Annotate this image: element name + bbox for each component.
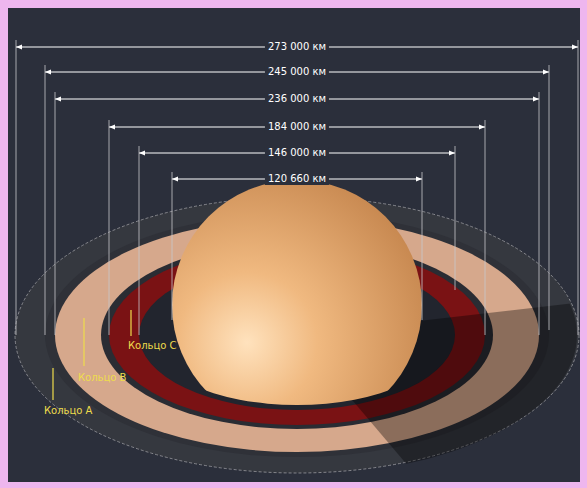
- dimension-label: 120 660 км: [265, 173, 329, 185]
- dimension-label: 184 000 км: [265, 121, 329, 133]
- dimension-label: 273 000 км: [265, 41, 329, 53]
- ring-label: Кольцо C: [128, 340, 177, 352]
- extension-lines: [16, 40, 578, 335]
- dimension-label: 245 000 км: [265, 66, 329, 78]
- dimension-lines: [16, 47, 578, 179]
- dimension-label: 236 000 км: [265, 93, 329, 105]
- leader-lines: [53, 310, 131, 400]
- dimension-label: 146 000 км: [265, 147, 329, 159]
- ring-label: Кольцо A: [44, 405, 92, 417]
- planet: [172, 180, 422, 430]
- ring-label: Кольцо B: [78, 372, 126, 384]
